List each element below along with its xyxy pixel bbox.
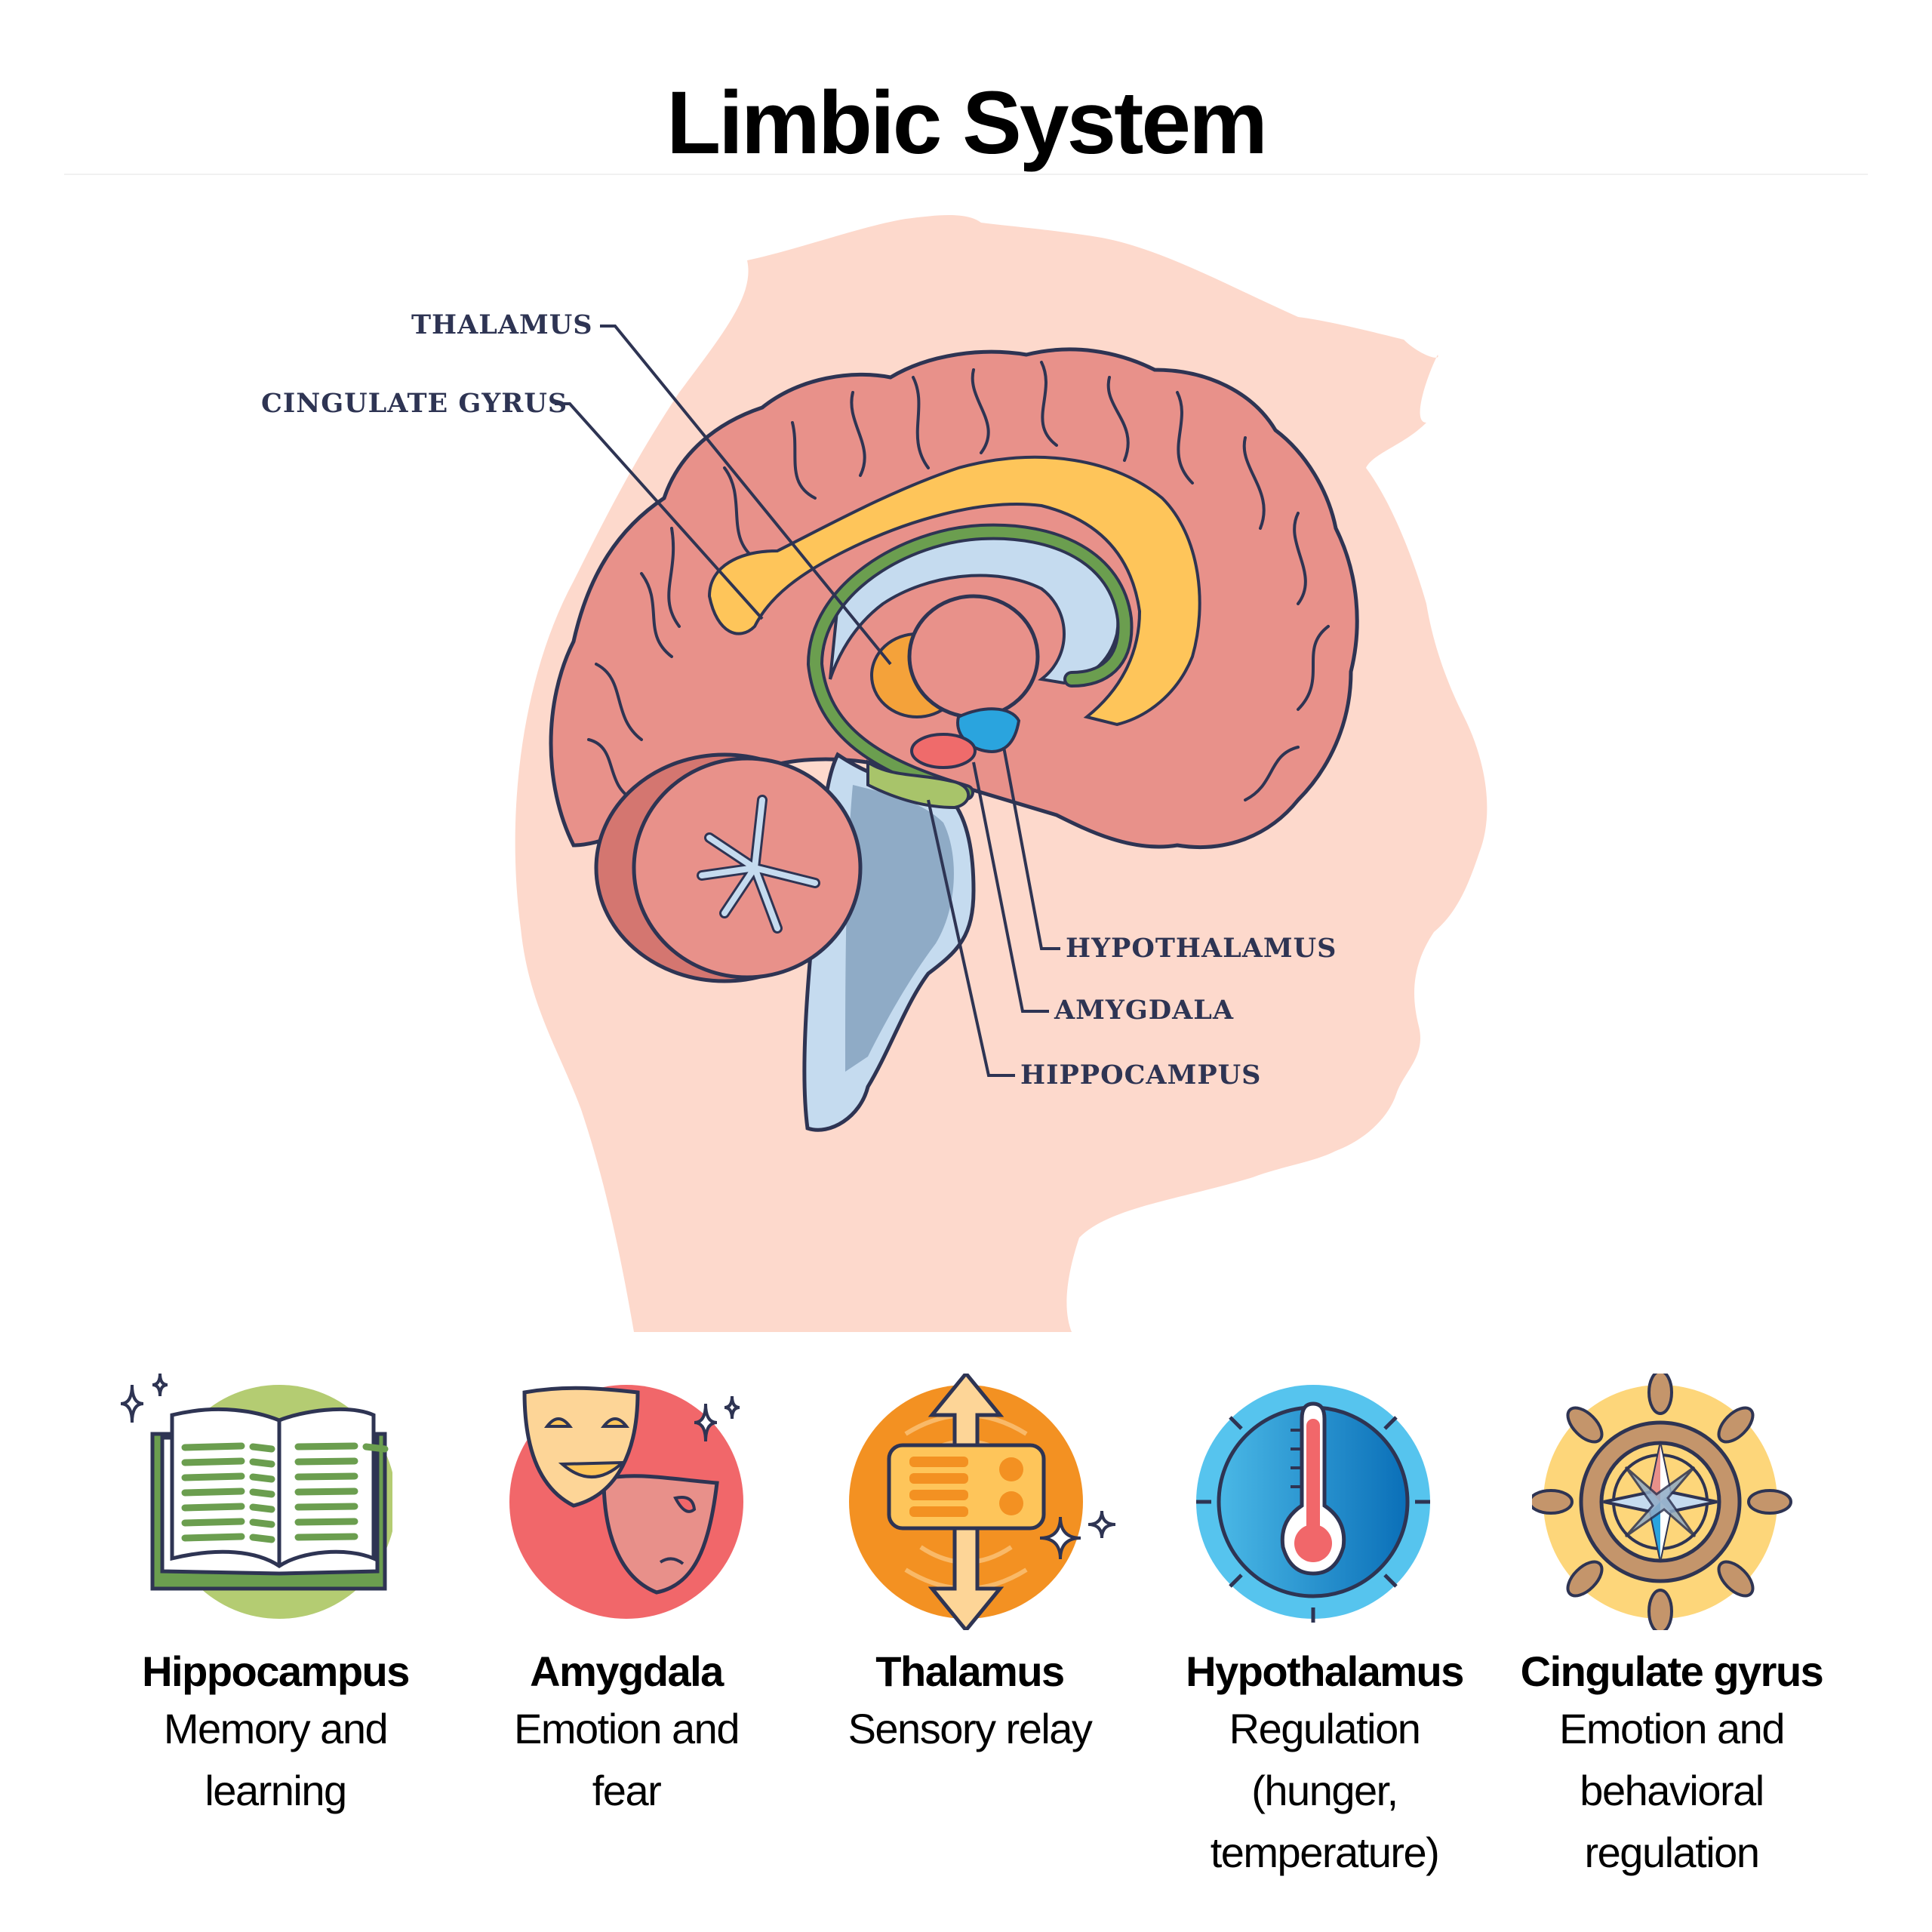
card-cingulate-gyrus: Cingulate gyrus Emotion and behavioral r… <box>1498 1645 1845 1884</box>
thermometer-icon <box>1196 1385 1430 1623</box>
card-title: Hippocampus <box>142 1647 410 1695</box>
card-description: Regulation (hunger, temperature) <box>1210 1705 1440 1876</box>
page-title: Limbic System <box>666 73 1268 173</box>
open-book-icon <box>120 1374 392 1619</box>
card-description: Emotion and behavioral regulation <box>1559 1705 1785 1876</box>
card-hippocampus: Hippocampus Memory and learning <box>102 1645 449 1822</box>
card-description: Memory and learning <box>163 1705 389 1814</box>
limbic-system-diagram <box>515 215 1487 1332</box>
callout-lines <box>555 325 1060 1077</box>
thalamus-region <box>907 594 1040 719</box>
card-title: Hypothalamus <box>1186 1647 1464 1695</box>
card-thalamus: Thalamus Sensory relay <box>796 1645 1143 1760</box>
card-description: Emotion and fear <box>514 1705 740 1814</box>
callout-amygdala: AMYGDALA <box>1054 995 1235 1026</box>
card-hypothalamus: Hypothalamus Regulation (hunger, tempera… <box>1151 1645 1498 1884</box>
cingulate-gyrus-region <box>707 455 1201 727</box>
card-title: Amygdala <box>530 1647 724 1695</box>
theater-masks-icon <box>509 1385 743 1619</box>
card-description: Sensory relay <box>848 1705 1093 1752</box>
card-amygdala: Amygdala Emotion and fear <box>453 1645 800 1822</box>
cerebellum <box>594 752 863 983</box>
card-title: Cingulate gyrus <box>1520 1647 1824 1695</box>
hippocampus-region <box>866 759 971 810</box>
relay-arrows-icon <box>849 1374 1116 1630</box>
card-title: Thalamus <box>875 1647 1065 1695</box>
callout-hypothalamus: HYPOTHALAMUS <box>1066 933 1337 964</box>
ship-wheel-compass-icon <box>1532 1374 1792 1630</box>
callout-hippocampus: HIPPOCAMPUS <box>1020 1060 1262 1091</box>
callout-thalamus: THALAMUS <box>411 309 593 340</box>
title-band <box>64 30 1868 175</box>
amygdala-region <box>910 733 977 769</box>
callout-cingulate-gyrus: CINGULATE GYRUS <box>261 388 568 419</box>
icons-row <box>0 1374 1932 1630</box>
